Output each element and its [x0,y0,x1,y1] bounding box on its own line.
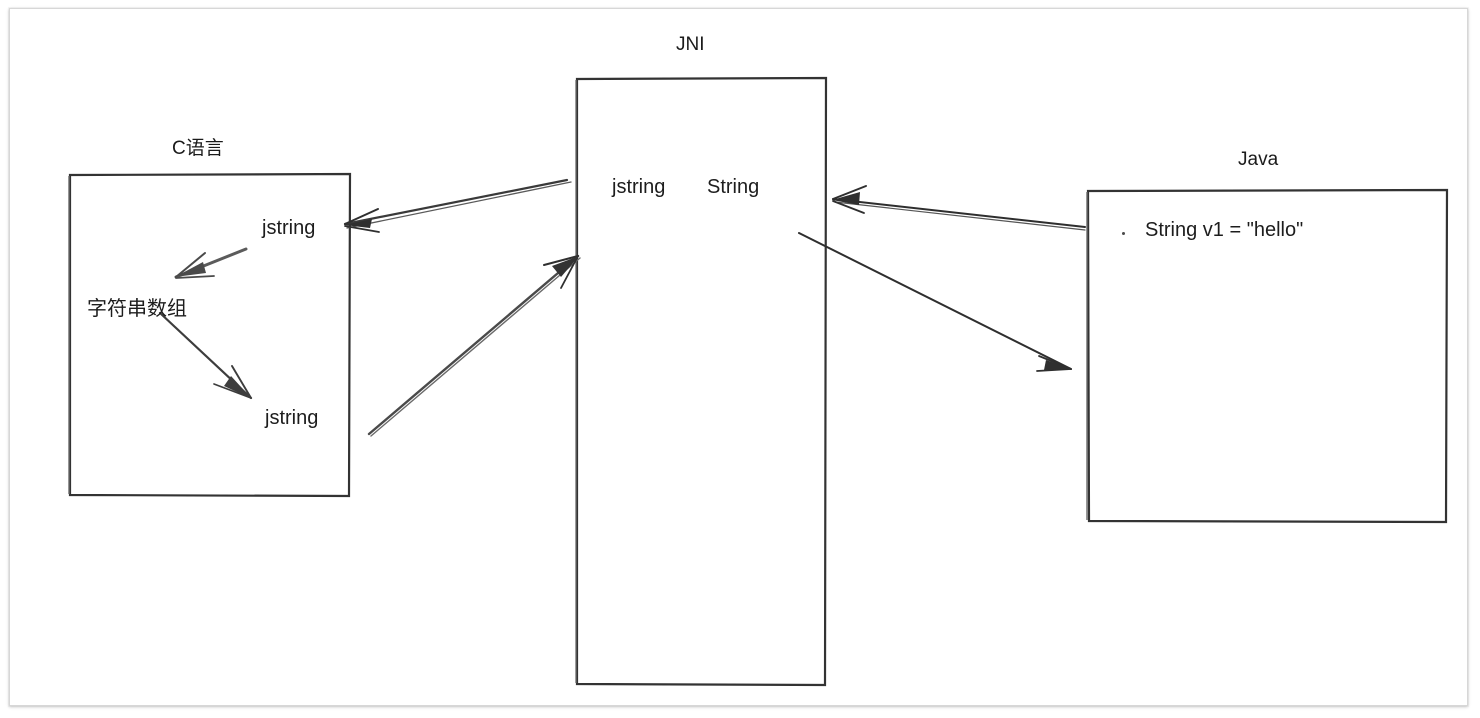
java-box-bullet-icon [1122,232,1125,235]
java-box-label-string-declaration: String v1 = "hello" [1145,219,1304,241]
arrow-c-array-to-jstring [158,311,253,400]
c-box-label-jstring-bottom: jstring [265,407,319,429]
java-box-caption: Java [1238,149,1279,170]
jni-box-label-jstring: jstring [612,176,666,198]
jni-box-caption: JNI [676,34,705,55]
arrow-jni-to-java [798,232,1072,372]
jni-box-rect[interactable] [575,76,828,687]
java-box-rect[interactable] [1086,188,1449,524]
arrow-jni-to-c-jstring [343,178,572,233]
c-box-rect[interactable] [68,172,352,498]
c-box-label-string-array: 字符串数组 [87,298,187,320]
arrow-c-jstring-to-jni [367,254,581,437]
arrow-c-jstring-to-array [174,247,248,279]
c-box-caption: C语言 [172,138,224,159]
c-box-label-jstring-top: jstring [262,217,316,239]
page-frame [9,8,1468,706]
arrow-java-to-jni [832,185,1086,231]
jni-box-label-string: String [707,176,760,198]
